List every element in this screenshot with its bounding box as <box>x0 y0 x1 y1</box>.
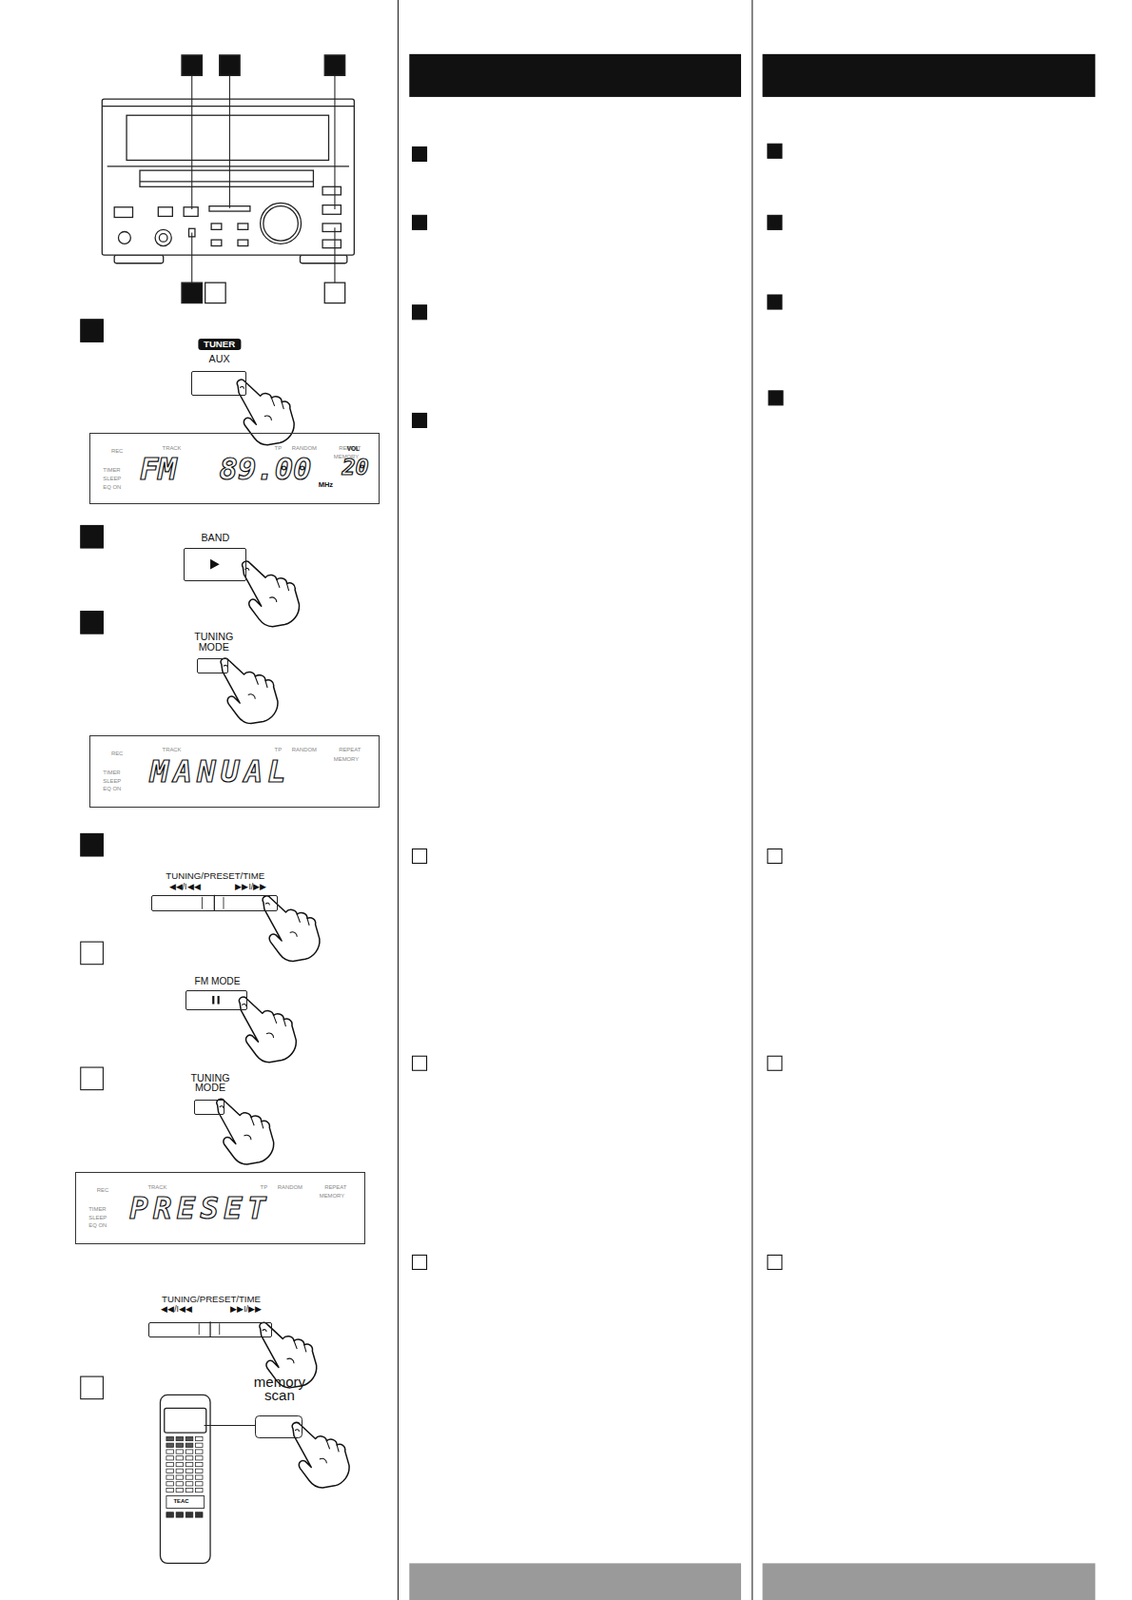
button: TUNING MODE <box>194 1099 225 1115</box>
button-label: BAND <box>200 532 230 544</box>
display-indicator: MEMORY <box>333 757 359 763</box>
button-label: ◀◀/I◀◀ <box>160 1305 193 1314</box>
button: BAND <box>183 547 246 581</box>
button-label: ◀◀/I◀◀ <box>169 882 201 892</box>
display-panel: RECTRACKTPRANDOMREPEATMEMORYTIMERSLEEPEQ… <box>89 432 380 505</box>
button-label: ▶▶I/▶▶ <box>230 1305 262 1314</box>
display-indicator: TP <box>260 1185 269 1191</box>
button: TUNING MODE <box>196 658 229 674</box>
display-readout: MANUAL <box>150 756 292 787</box>
display-indicator: RANDOM <box>292 446 317 452</box>
display-indicator: EQ ON <box>88 1223 107 1230</box>
button-label: memory scan <box>238 1375 321 1402</box>
display-indicator: TRACK <box>162 747 182 754</box>
brand-label: TEAC <box>173 1499 189 1505</box>
display-readout: 20 <box>341 456 369 480</box>
display-indicator: SLEEP <box>102 476 121 483</box>
button-label: TUNING MODE <box>183 1073 237 1093</box>
button: memory scan <box>254 1415 302 1439</box>
unit-illustration <box>101 55 354 304</box>
step-squares <box>80 143 783 1399</box>
display-readout: 89.00 <box>219 453 313 485</box>
display-indicator: TIMER <box>102 770 120 777</box>
button-label: TUNER <box>197 338 241 351</box>
display-indicator: REPEAT <box>338 747 361 754</box>
display-indicator: SLEEP <box>102 779 121 785</box>
display-indicator: REC <box>97 1188 109 1194</box>
button-label: AUX <box>209 353 231 365</box>
display-indicator: REC <box>111 448 123 455</box>
display-readout: FM <box>139 453 177 485</box>
display-indicator: TP <box>274 446 283 452</box>
button-label: FM MODE <box>194 976 240 987</box>
button-label: TUNING/PRESET/TIME <box>165 871 265 881</box>
display-indicator: REPEAT <box>324 1185 347 1191</box>
display-indicator: TP <box>274 747 283 754</box>
display-indicator: TIMER <box>88 1207 106 1213</box>
display-indicator: TRACK <box>148 1185 168 1191</box>
button: FM MODE <box>185 990 247 1011</box>
display-readout: PRESET <box>129 1192 271 1224</box>
display-indicator: EQ ON <box>102 485 121 491</box>
remote-control <box>159 1394 255 1563</box>
display-indicator: RANDOM <box>292 747 317 754</box>
display-indicator: REC <box>111 751 123 758</box>
display-indicator: MEMORY <box>319 1193 345 1200</box>
display-indicator: EQ ON <box>102 786 121 793</box>
button-label: ▶▶I/▶▶ <box>234 882 267 892</box>
display-indicator: TIMER <box>102 468 120 474</box>
button: TUNERAUX <box>191 370 247 397</box>
display-panel: REC TRACK TP RANDOM REPEAT MEMORY TIMER SLEEPEQ… <box>89 735 380 808</box>
button: TUNING/PRESET/TIME◀◀/I◀◀▶▶I/▶▶ <box>151 895 278 912</box>
button-label: MHz <box>318 481 333 489</box>
button-label: TUNING MODE <box>187 631 241 652</box>
display-panel: REC TRACK TP RANDOM REPEAT MEMORY TIMER SLEEPEQ… <box>75 1171 366 1245</box>
button-label: TUNING/PRESET/TIME <box>161 1294 261 1305</box>
button: TUNING/PRESET/TIME◀◀/I◀◀▶▶I/▶▶ <box>148 1322 274 1338</box>
display-indicator: SLEEP <box>88 1215 107 1222</box>
display-indicator: RANDOM <box>277 1185 303 1191</box>
page-frame <box>397 0 1095 1600</box>
button-label: VOL <box>347 446 360 452</box>
display-indicator: TRACK <box>162 446 182 452</box>
